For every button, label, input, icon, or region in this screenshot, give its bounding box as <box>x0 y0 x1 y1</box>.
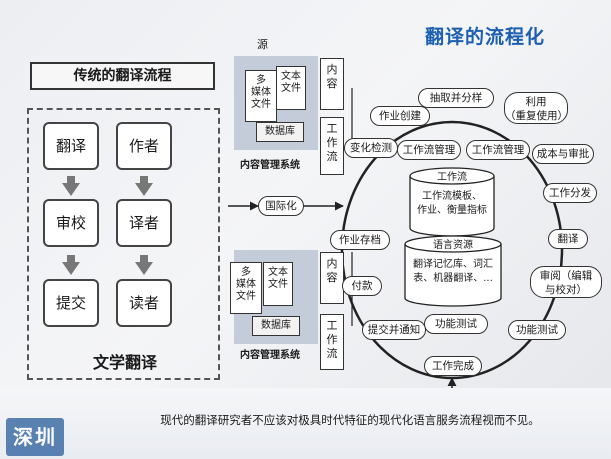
node-submit-notify: 提交并通知 <box>362 320 426 340</box>
node-reuse: 利用 （重复使用） <box>504 92 568 124</box>
content-box-bottom: 内 容 <box>320 252 344 304</box>
traditional-process-frame <box>27 108 220 380</box>
node-change-detect: 变化检测 <box>344 138 398 158</box>
cms-top-label: 内容管理系统 <box>240 160 300 171</box>
workflow-store-body: 工作流模板、 作业、衡量指标 <box>417 191 487 216</box>
content-box-top: 内 容 <box>320 58 344 110</box>
node-function-test-bottom: 功能测试 <box>424 314 488 334</box>
node-extract-sample: 抽取并分样 <box>418 88 494 108</box>
language-resources-cylinder <box>404 235 502 307</box>
arrow-down-icon <box>62 255 80 275</box>
database-icon: 数据库 <box>256 122 304 142</box>
multimedia-file-icon: 多 媒体 文件 <box>230 262 262 314</box>
node-review: 审阅（编辑 与校对） <box>530 266 602 298</box>
database-icon: 数据库 <box>252 316 300 336</box>
traditional-process-title: 传统的翻译流程 <box>30 62 215 90</box>
node-internationalization: 国际化 <box>258 196 304 216</box>
arrow-down-icon <box>135 255 153 275</box>
node-translation: 翻译 <box>548 229 588 249</box>
workflow-store-cylinder <box>409 167 495 237</box>
language-resources-body: 翻译记忆库、词汇 表、机器翻译、... <box>413 259 493 284</box>
cms-bottom-label: 内容管理系统 <box>240 350 300 361</box>
node-payment: 付款 <box>342 276 382 296</box>
multimedia-file-icon: 多 媒体 文件 <box>245 70 277 122</box>
footer-statement: 现代的翻译研究者不应该对极具时代特征的现代化语言服务流程视而不见。 <box>160 413 540 427</box>
slide-title: 翻译的流程化 <box>425 26 546 48</box>
literary-translation-caption: 文学翻译 <box>92 353 157 372</box>
box-translator: 译者 <box>116 199 172 247</box>
node-job-create: 作业创建 <box>370 106 430 126</box>
node-workflow-mgmt-1: 工作流管理 <box>397 140 461 160</box>
footer-band <box>0 388 611 459</box>
node-function-test-right: 功能测试 <box>508 320 566 340</box>
node-job-archive: 作业存档 <box>330 230 390 250</box>
workflow-store-title: 工作流 <box>437 172 467 183</box>
workflow-box-bottom: 工 作 流 <box>320 314 344 370</box>
language-resources-title: 语言资源 <box>433 240 473 251</box>
node-cost-approval: 成本与审批 <box>532 144 594 164</box>
arrow-down-icon <box>135 176 153 196</box>
box-reader: 读者 <box>116 279 172 327</box>
box-translation: 翻译 <box>43 122 99 170</box>
workflow-box-top: 工 作 流 <box>320 117 344 175</box>
box-author: 作者 <box>116 122 172 170</box>
university-logo: 深圳 <box>6 418 64 456</box>
arrow-down-icon <box>62 176 80 196</box>
node-job-complete: 工作完成 <box>424 356 482 376</box>
node-work-dispatch: 工作分发 <box>543 183 597 203</box>
text-file-icon: 文本 文件 <box>263 262 293 306</box>
box-proofreading: 审校 <box>43 199 99 247</box>
box-submit: 提交 <box>43 279 99 327</box>
node-workflow-mgmt-2: 工作流管理 <box>466 140 530 160</box>
source-label: 源 <box>257 38 268 51</box>
text-file-icon: 文本 文件 <box>276 66 306 110</box>
